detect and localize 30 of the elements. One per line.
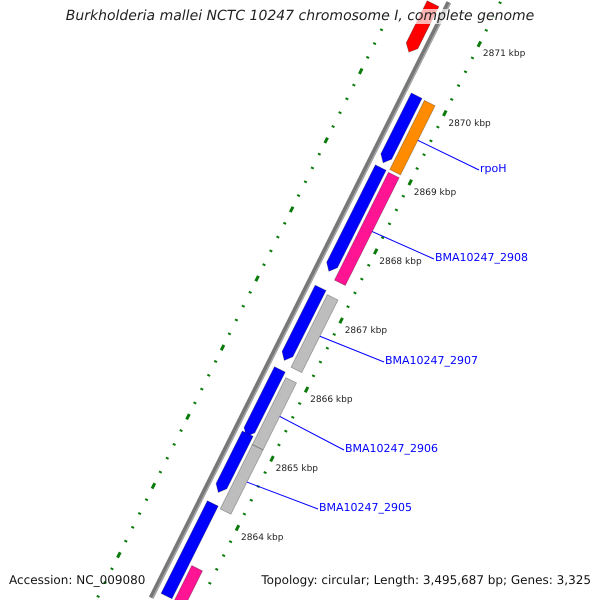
gene-label: rpoH <box>480 163 507 176</box>
gene-label: BMA10247_2907 <box>385 355 478 368</box>
scale-label: 2867 kbp <box>344 326 388 337</box>
leader-line <box>417 140 480 170</box>
scale-label: 2864 kbp <box>241 534 284 544</box>
gene-bar <box>334 172 400 286</box>
leader-line <box>319 336 384 362</box>
scale-label: 2865 kbp <box>276 465 318 475</box>
gene-bar <box>290 294 339 374</box>
gene-bar <box>160 500 219 600</box>
gene-label: BMA10247_2905 <box>319 502 412 514</box>
accession-text: Accession: NC_009080 <box>9 574 146 588</box>
scale-label: 2868 kbp <box>379 258 422 268</box>
genome-summary: Topology: circular; Length: 3,495,687 bp; Genes: 3,325 <box>261 574 591 588</box>
scale-label: 2866 kbp <box>310 396 353 406</box>
leader-line <box>246 482 318 510</box>
scale-label: 2871 kbp <box>482 50 526 60</box>
gene-bar <box>216 430 254 493</box>
scale-label: 2870 kbp <box>448 120 491 130</box>
gene-label: BMA10247_2908 <box>435 252 528 264</box>
scale-label: 2869 kbp <box>414 188 456 198</box>
gene-bar <box>282 284 327 361</box>
gene-bar <box>252 377 298 451</box>
leader-line <box>279 416 344 450</box>
gene-bar <box>380 92 423 164</box>
leader-line <box>372 231 434 260</box>
gene-bar <box>244 366 286 437</box>
gene-label: BMA10247_2906 <box>345 443 438 456</box>
gene-bar <box>389 100 436 176</box>
gene-bar <box>220 444 264 515</box>
